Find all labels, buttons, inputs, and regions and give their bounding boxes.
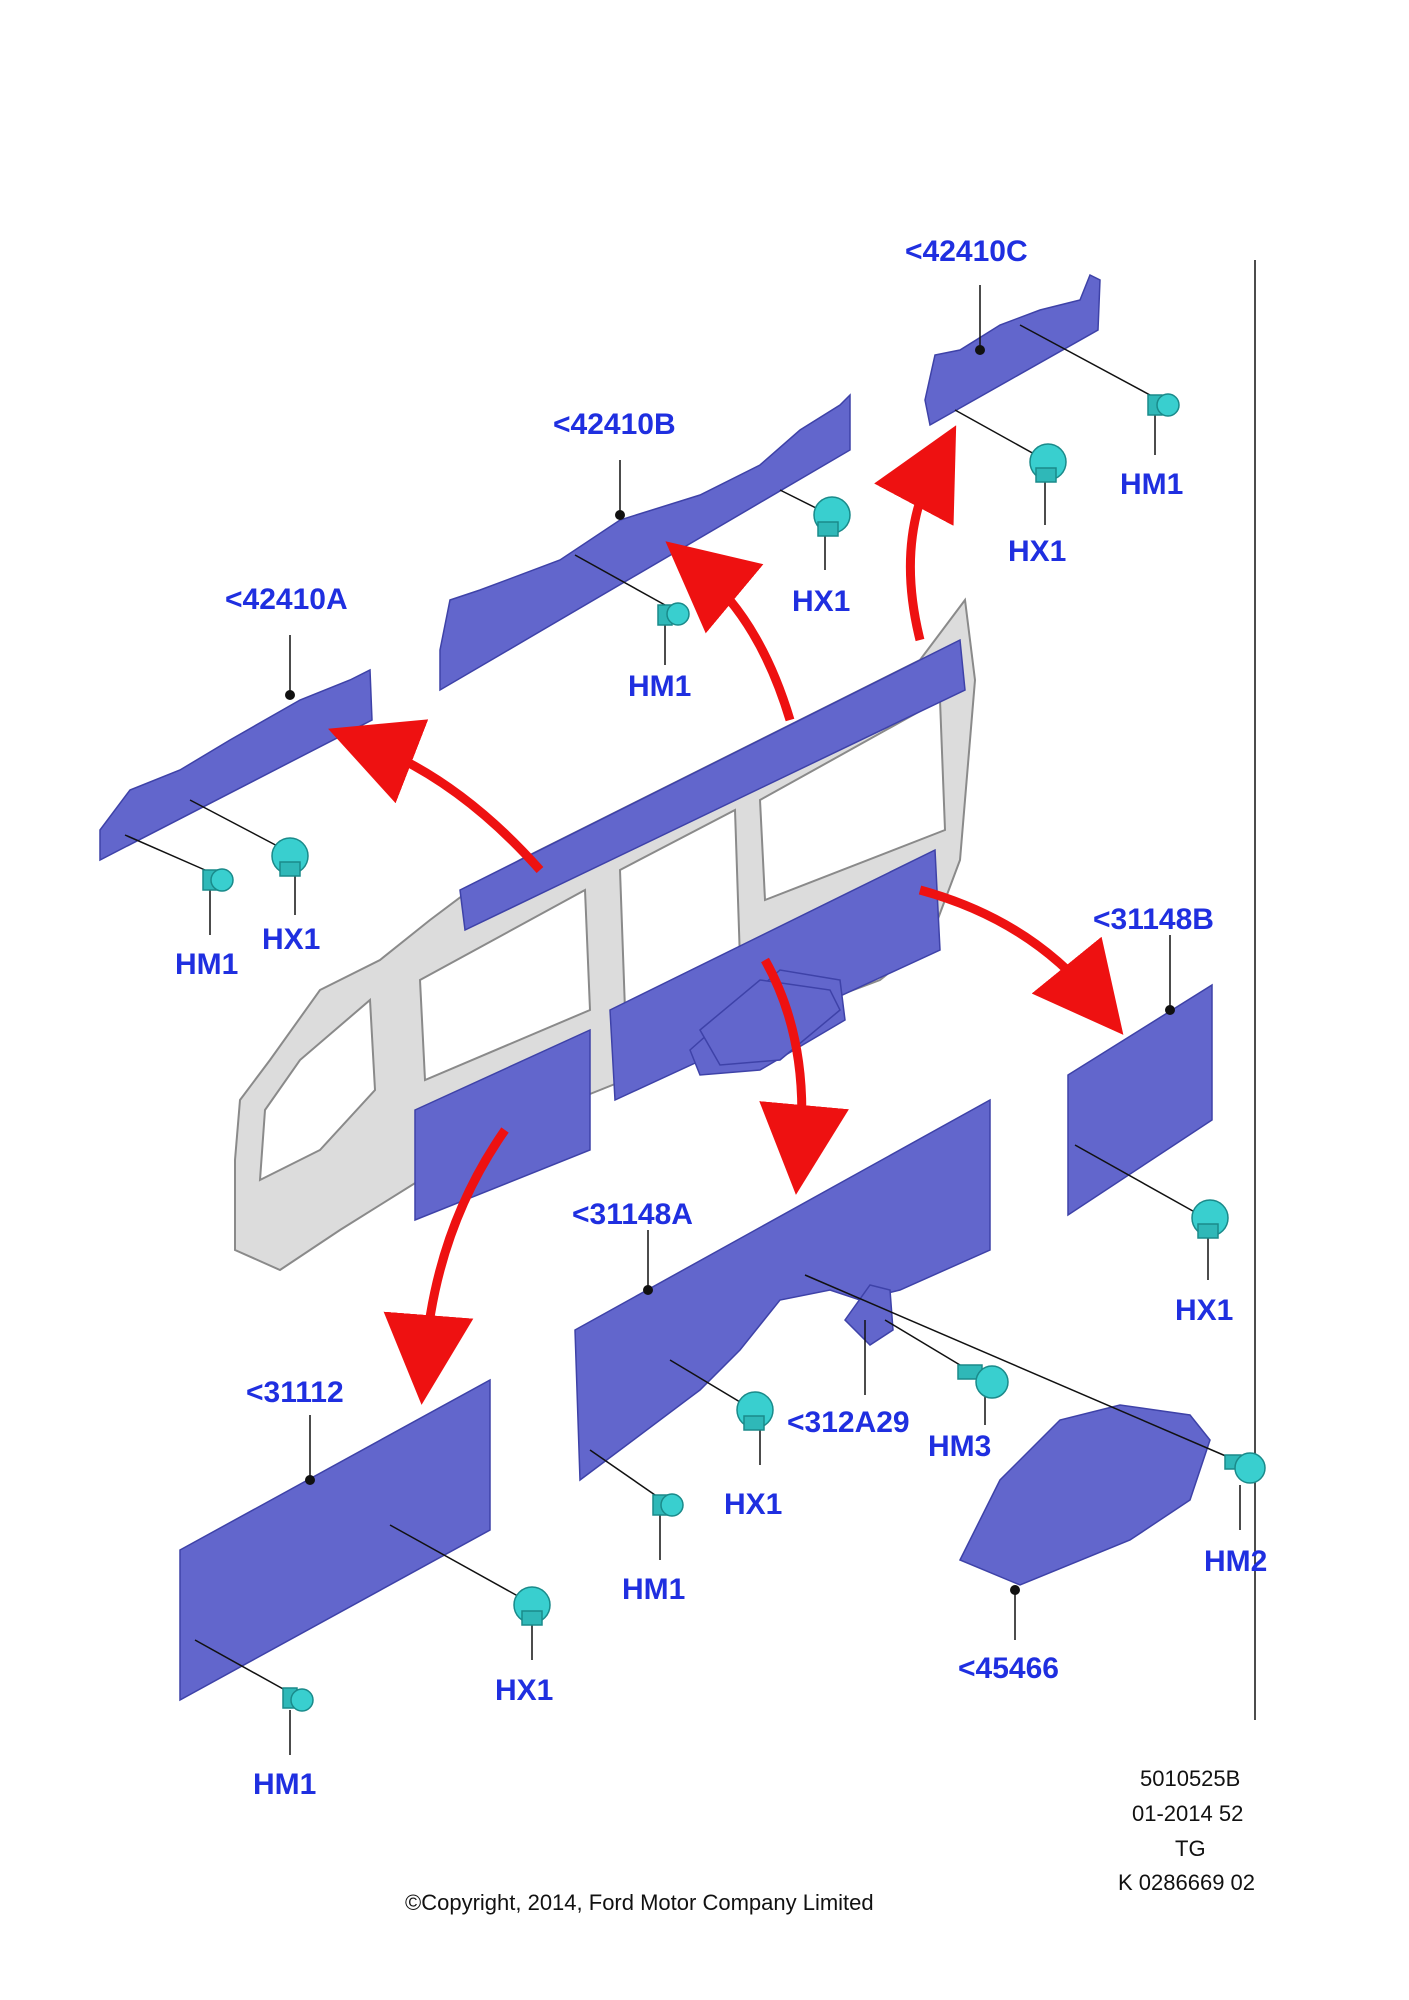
- panel-45466: [958, 1404, 1211, 1586]
- callout-hm1-42410A: HM1: [175, 948, 239, 981]
- clip-HM1-42410A: [202, 868, 234, 892]
- callout-31148B: <31148B: [1093, 903, 1214, 936]
- panel-31148A: [574, 1098, 991, 1482]
- callout-312A29: <312A29: [787, 1406, 910, 1439]
- date-code: 01-2014 52: [1132, 1801, 1244, 1826]
- clip-HX1-31112: [513, 1586, 551, 1626]
- clip-HX1-42410A: [271, 837, 309, 877]
- copyright: ©Copyright, 2014, Ford Motor Company Lim…: [405, 1890, 874, 1915]
- callout-hx1-42410C: HX1: [1008, 535, 1067, 568]
- clip-HM3: [957, 1364, 1009, 1399]
- clip-HM2: [1224, 1452, 1266, 1484]
- callout-hm1-42410C: HM1: [1120, 468, 1184, 501]
- callout-hx1-42410B: HX1: [792, 585, 851, 618]
- callout-hm1-31112: HM1: [253, 1768, 317, 1801]
- callout-hx1-31148B: HX1: [1175, 1294, 1234, 1327]
- ref-code: 5010525B: [1140, 1766, 1241, 1791]
- body-panel-front: [414, 1028, 591, 1222]
- callout-45466: <45466: [958, 1652, 1059, 1685]
- clip-HX1-42410C: [1029, 443, 1067, 483]
- callout-42410C: <42410C: [905, 235, 1028, 268]
- callout-hx1-31148A: HX1: [724, 1488, 783, 1521]
- clip-HM1-31112: [282, 1687, 314, 1712]
- clip-HM1-31148A: [652, 1493, 684, 1517]
- callout-hm1-42410B: HM1: [628, 670, 692, 703]
- callout-hm1-31148A: HM1: [622, 1573, 686, 1606]
- leader-lines: [124, 285, 1241, 1755]
- callout-hm3: HM3: [928, 1430, 992, 1463]
- panel-42410C: [924, 273, 1101, 427]
- panel-42410A: [99, 668, 373, 862]
- body-panel-upper: [459, 638, 966, 932]
- callout-42410B: <42410B: [553, 408, 676, 441]
- callout-31148A: <31148A: [572, 1198, 693, 1231]
- panel-312A29: [844, 1284, 894, 1346]
- red-arrows: [328, 425, 1124, 1405]
- clip-HX1-31148A: [736, 1391, 774, 1431]
- callout-31112: <31112: [246, 1376, 344, 1409]
- callout-42410A: <42410A: [225, 583, 348, 616]
- panel-31112: [179, 1378, 491, 1702]
- panel-42410B: [439, 393, 851, 692]
- panel-45466-top: [699, 979, 841, 1066]
- clip-HM1-42410B: [657, 602, 690, 626]
- model-code: TG: [1175, 1836, 1206, 1861]
- panel-31148B: [1067, 983, 1213, 1217]
- callout-hx1-31112: HX1: [495, 1674, 554, 1707]
- clips: [202, 393, 1266, 1712]
- callout-hx1-42410A: HX1: [262, 923, 321, 956]
- clip-HM1-42410C: [1147, 393, 1180, 417]
- clip-HX1-31148B: [1191, 1199, 1229, 1239]
- clip-HX1-42410B: [813, 496, 851, 537]
- k-number: K 0286669 02: [1118, 1870, 1256, 1895]
- callout-hm2: HM2: [1204, 1545, 1268, 1578]
